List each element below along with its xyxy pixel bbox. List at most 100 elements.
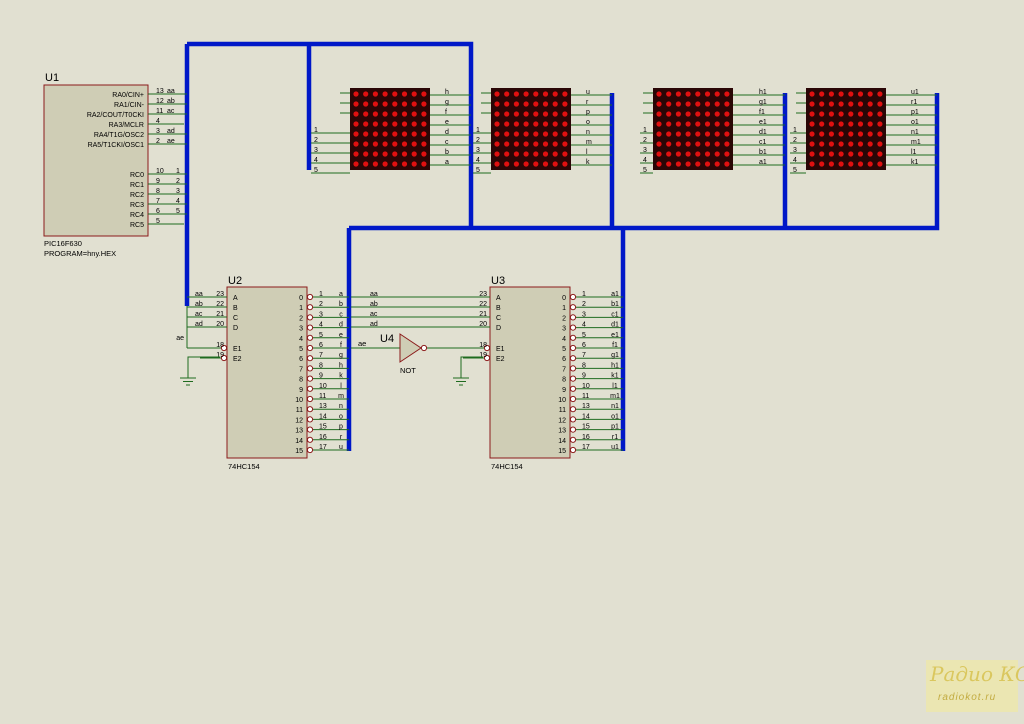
led-dot — [714, 131, 720, 137]
led-dot — [542, 91, 549, 97]
led-dot — [392, 151, 398, 157]
led-dot — [504, 131, 510, 137]
u2-pins-input-pin-number: 23 — [216, 291, 224, 298]
led-dot — [504, 161, 510, 167]
led-dot — [877, 101, 883, 107]
led-dot — [552, 101, 558, 107]
led-dot — [809, 121, 815, 127]
led-dot — [372, 91, 378, 97]
matrix-row-number: 1 — [314, 127, 318, 134]
led-dot — [848, 91, 854, 97]
led-dot — [857, 91, 864, 97]
u2-pins-input-net: aa — [195, 291, 203, 298]
u3-pins-output-bubble — [569, 446, 577, 454]
led-dot — [656, 141, 662, 147]
u2-to-u3-address-net: ad — [370, 321, 378, 328]
led-dot — [382, 131, 388, 137]
u2-to-u3-address-net: ac — [370, 311, 378, 318]
led-dot — [552, 161, 558, 167]
led-dot — [552, 141, 558, 147]
led-dot — [363, 101, 369, 107]
u3-pins-output-net: k1 — [611, 373, 619, 380]
u1-pin-number: 5 — [156, 218, 160, 225]
u2-pins-output-pin-number: 17 — [319, 444, 327, 451]
u3-pins-output-bubble — [569, 365, 577, 372]
u3-pins-input-pin-name: E2 — [496, 356, 505, 363]
led-dot — [867, 161, 873, 167]
led-dot — [421, 141, 427, 147]
led-dot — [363, 151, 369, 157]
led-dot — [401, 161, 408, 167]
led-dot — [513, 161, 520, 167]
u1-pin-net: 2 — [176, 178, 180, 185]
u2-part-label: 74HC154 — [228, 462, 260, 471]
matrix-column-net: g — [445, 99, 449, 106]
u3-pins-inverted-input-bubble — [483, 354, 491, 362]
matrix-column-net: n — [586, 129, 590, 136]
led-dot — [857, 141, 864, 147]
matrix-row-number: 4 — [314, 157, 318, 164]
u3-pins-output-pin-name: 8 — [562, 377, 566, 384]
u2-pins-output-pin-number: 6 — [319, 342, 323, 349]
matrix-column-net: k — [586, 159, 590, 166]
led-dot — [867, 151, 873, 157]
u3-pins-output-net: c1 — [611, 311, 619, 318]
u4-not-gate[interactable]: U4 ae NOT — [351, 333, 483, 375]
u2-pins-input-net: ad — [195, 321, 203, 328]
u2-pins-output-net: a — [339, 291, 343, 298]
u3-pins-output-net: p1 — [611, 424, 619, 431]
u2-pins-input-pin-number: 20 — [216, 321, 224, 328]
u1-pin-net: ac — [167, 108, 175, 115]
u2-pins-output-pin-number: 8 — [319, 362, 323, 369]
led-dot — [523, 151, 529, 157]
radiokot-watermark: Радио КОТ radiokot.ru — [926, 660, 1024, 712]
u3-pins-output-pin-name: 0 — [562, 295, 566, 302]
u3-pins-output-net: f1 — [612, 342, 618, 349]
u2-body — [226, 286, 308, 459]
u3-pins-output-net: h1 — [611, 362, 619, 369]
u2-pins-output-bubble — [306, 426, 314, 433]
led-dot — [877, 141, 883, 147]
led-dot — [552, 151, 558, 157]
led-dot — [382, 141, 388, 147]
u2-pins-output-pin-name: 1 — [299, 305, 303, 312]
u3-pins-output-bubble — [569, 324, 577, 331]
u3-pins-output-pin-name: 4 — [562, 336, 566, 343]
led-dot — [372, 121, 378, 127]
led-dot — [828, 121, 835, 127]
u3-pins-output-pin-name: 6 — [562, 356, 566, 363]
led-dot — [666, 111, 672, 117]
led-dot — [819, 101, 825, 107]
led-dot — [704, 121, 711, 127]
led-dot — [421, 131, 427, 137]
led-dot — [533, 141, 539, 147]
led-dot — [704, 101, 711, 107]
led-dot — [533, 121, 539, 127]
bus-middle — [349, 93, 940, 231]
u2-pins-output-pin-name: 10 — [295, 397, 303, 404]
led-dot — [552, 121, 558, 127]
led-dot — [685, 111, 691, 117]
u1-body — [43, 84, 149, 237]
led-dot — [523, 121, 529, 127]
u1-pin-net: 3 — [176, 188, 180, 195]
u2-pins-output-net: l — [340, 383, 342, 390]
led-dot — [411, 161, 417, 167]
u3-pins-output-net: n1 — [611, 403, 619, 410]
u1-pin-number: 4 — [156, 118, 160, 125]
u3-pins-inverted-input-bubble — [483, 344, 491, 352]
led-dot — [421, 101, 427, 107]
u3-pins-input-pin-number: 21 — [479, 311, 487, 318]
led-dot — [494, 151, 500, 157]
u2-pins-output-net: k — [339, 373, 343, 380]
led-dot — [867, 101, 873, 107]
led-dot — [838, 111, 844, 117]
matrix-column-net: o — [586, 119, 590, 126]
u2-pins-output-bubble — [306, 324, 314, 331]
u2-pins-output-pin-name: 8 — [299, 377, 303, 384]
